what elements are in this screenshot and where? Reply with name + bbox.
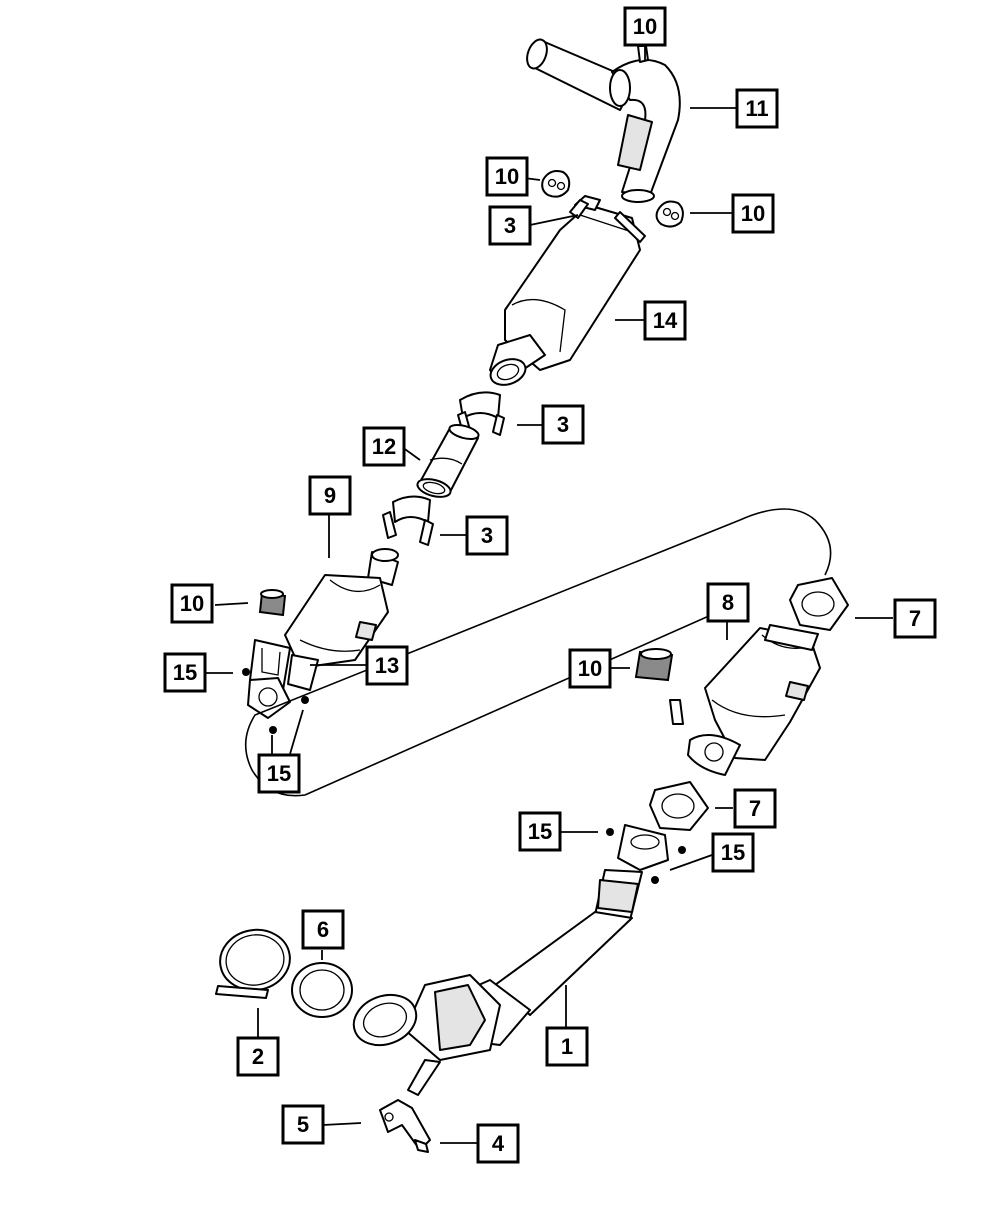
callout-3-lower: 3 — [465, 515, 509, 556]
svg-text:7: 7 — [909, 606, 921, 631]
callout-15-right-left: 15 — [518, 811, 562, 852]
callout-10-left-upper: 10 — [485, 156, 529, 197]
svg-text:12: 12 — [372, 434, 396, 459]
svg-text:13: 13 — [375, 653, 399, 678]
callout-3-upper: 3 — [488, 205, 532, 246]
svg-text:15: 15 — [721, 840, 745, 865]
hanger-isolator-right-lower — [634, 648, 674, 682]
callout-2: 2 — [236, 1036, 280, 1077]
callout-3-middle: 3 — [541, 404, 585, 445]
callout-15-left-upper: 15 — [163, 652, 207, 693]
svg-text:14: 14 — [653, 308, 678, 333]
svg-text:3: 3 — [557, 412, 569, 437]
tail-pipe-part — [526, 38, 681, 203]
callout-4: 4 — [476, 1123, 520, 1164]
svg-text:3: 3 — [481, 523, 493, 548]
callout-7-upper: 7 — [893, 598, 937, 639]
svg-text:15: 15 — [528, 819, 552, 844]
callout-6: 6 — [301, 909, 345, 950]
svg-text:10: 10 — [633, 14, 657, 39]
connector-pipe-part — [416, 424, 480, 498]
svg-text:3: 3 — [504, 213, 516, 238]
hanger-isolator-left-upper — [541, 170, 571, 198]
hanger-isolator-top — [637, 45, 649, 63]
svg-text:8: 8 — [722, 590, 734, 615]
svg-text:2: 2 — [252, 1044, 264, 1069]
svg-text:15: 15 — [267, 761, 291, 786]
callout-7-lower: 7 — [733, 788, 777, 829]
svg-text:1: 1 — [561, 1034, 573, 1059]
callout-15-right-right: 15 — [711, 832, 755, 873]
callout-10-right-lower: 10 — [568, 648, 612, 689]
clamp-middle — [457, 391, 505, 436]
callout-13: 13 — [365, 645, 409, 686]
clamp-lower — [382, 495, 434, 546]
svg-text:7: 7 — [749, 796, 761, 821]
svg-text:10: 10 — [578, 656, 602, 681]
svg-text:4: 4 — [492, 1131, 505, 1156]
svg-text:10: 10 — [180, 591, 204, 616]
callout-12: 12 — [362, 426, 406, 467]
nut-dots — [242, 668, 686, 884]
svg-text:11: 11 — [745, 96, 768, 121]
gasket-7-upper — [789, 577, 849, 631]
callout-14: 14 — [643, 300, 687, 341]
hanger-isolator-left-lower — [258, 589, 287, 617]
muffler-part — [489, 195, 646, 386]
svg-text:10: 10 — [741, 201, 765, 226]
callout-8: 8 — [706, 582, 750, 623]
v-band-clamp-part — [215, 928, 291, 999]
catalytic-converter-9 — [247, 548, 399, 719]
front-exhaust-pipe-part — [352, 824, 669, 1096]
callout-5: 5 — [281, 1104, 325, 1145]
catalytic-converter-8 — [669, 624, 821, 776]
callout-10-left-lower: 10 — [170, 583, 214, 624]
callout-10-right-upper: 10 — [731, 193, 775, 234]
svg-text:15: 15 — [173, 660, 197, 685]
callout-9: 9 — [308, 475, 352, 516]
svg-text:6: 6 — [317, 917, 329, 942]
gasket-ring-part — [291, 962, 353, 1018]
svg-text:5: 5 — [297, 1112, 309, 1137]
hanger-isolator-right-upper — [655, 200, 684, 228]
stud-bolt-part — [414, 1139, 429, 1153]
svg-text:9: 9 — [324, 483, 336, 508]
svg-text:10: 10 — [495, 164, 519, 189]
callout-1: 1 — [545, 1026, 589, 1067]
callout-10-top: 10 — [623, 6, 667, 47]
gasket-7-lower — [649, 781, 709, 831]
leader-lines — [206, 45, 893, 1144]
callout-11: 11 — [735, 88, 779, 129]
callout-15-left-lower: 15 — [257, 753, 301, 794]
